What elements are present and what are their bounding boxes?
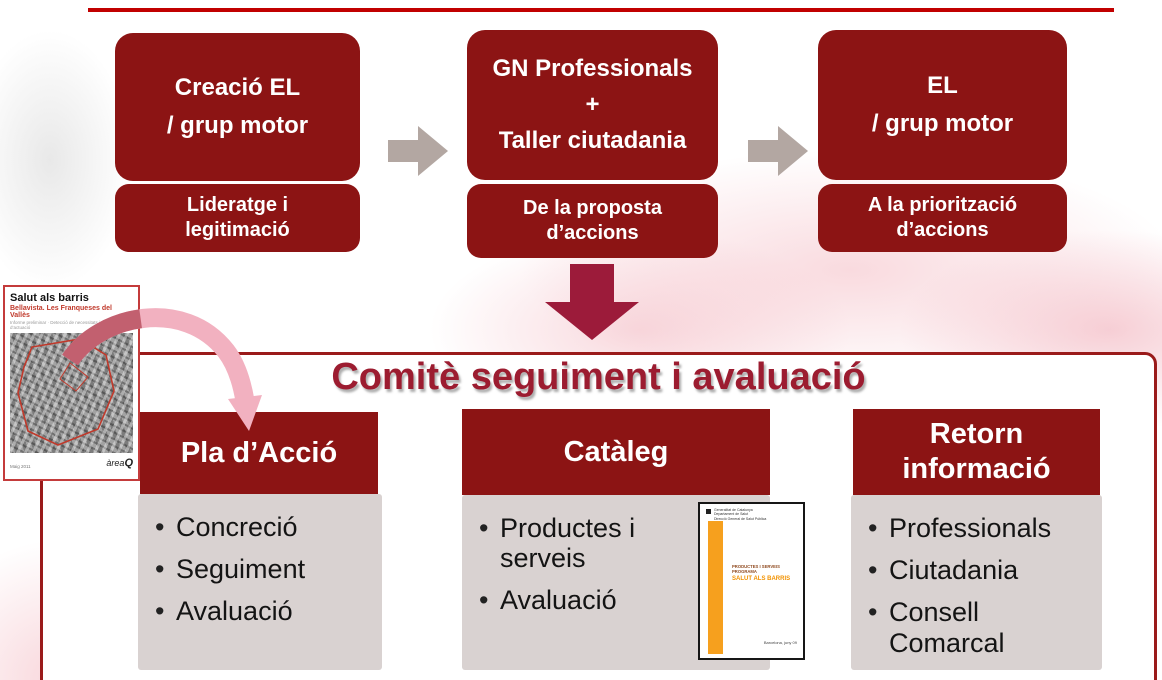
report-cover-date: Maig 2011 <box>10 464 31 469</box>
bullet-item: Productes i serveis <box>474 513 658 573</box>
column-header-cataleg: Catàleg <box>462 409 770 495</box>
flow-step-creacio-el-box: Creació EL / grup motor <box>115 33 360 181</box>
bullet-item: Concreció <box>150 512 374 542</box>
bullet-item: Seguiment <box>150 554 374 584</box>
generalitat-logo-icon <box>706 509 711 514</box>
flow-step-gn-professionals-subtitle-box: De la proposta d’accions <box>467 184 718 258</box>
bullet-item: Avaluació <box>474 585 658 615</box>
catalog-heading-main: SALUT ALS BARRIS <box>732 575 791 582</box>
bullet-item: Professionals <box>863 513 1072 543</box>
committee-title: Comitè seguiment i avaluació <box>331 356 866 398</box>
flow-step-gn-professionals-box: GN Professionals + Taller ciutadania <box>467 30 718 180</box>
column-header-pla-daccio: Pla d’Acció <box>140 412 378 494</box>
flow-step-creacio-el-subtitle-box: Lideratge i legitimació <box>115 184 360 252</box>
bullet-item: Ciutadania <box>863 555 1072 585</box>
catalog-orange-bar <box>708 521 723 654</box>
bullet-list: Concreció Seguiment Avaluació <box>138 494 382 627</box>
curved-arrow-icon <box>52 305 277 445</box>
flow-step-el-grup-motor-subtitle-box: A la priorització d’accions <box>818 184 1067 252</box>
report-cover-title: Salut als barris <box>10 292 89 304</box>
areaq-logo: àreaQ <box>106 457 133 469</box>
arrow-right-icon <box>388 126 448 176</box>
bullet-item: Avaluació <box>150 596 374 626</box>
flow-step-el-grup-motor-box: EL / grup motor <box>818 30 1067 180</box>
column-body-retorn-informacio: Professionals Ciutadania Consell Comarca… <box>851 495 1102 670</box>
bullet-item: Consell Comarcal <box>863 597 1072 657</box>
bullet-list: Productes i serveis Avaluació <box>462 495 770 616</box>
column-header-retorn-informacio: Retorn informació <box>853 409 1100 495</box>
report-cover-tagline: Informe preliminar · Detecció de necessi… <box>10 320 122 330</box>
report-cover-subtitle: Bellavista. Les Franqueses del Vallès <box>10 305 112 319</box>
bullet-list: Professionals Ciutadania Consell Comarca… <box>851 495 1102 658</box>
catalog-heading-small: PRODUCTES I SERVEIS PROGRAMA <box>732 564 780 575</box>
catalog-org-text: Generalitat de Catalunya Departament de … <box>714 508 767 521</box>
background-blob <box>0 30 130 290</box>
catalog-footer-text: Barcelona, juny 09 <box>763 640 797 645</box>
arrow-right-icon <box>748 126 808 176</box>
column-body-pla-daccio: Concreció Seguiment Avaluació <box>138 494 382 670</box>
catalog-document-image: Generalitat de Catalunya Departament de … <box>698 502 805 660</box>
arrow-down-icon <box>545 264 639 340</box>
top-divider-line <box>88 8 1114 12</box>
